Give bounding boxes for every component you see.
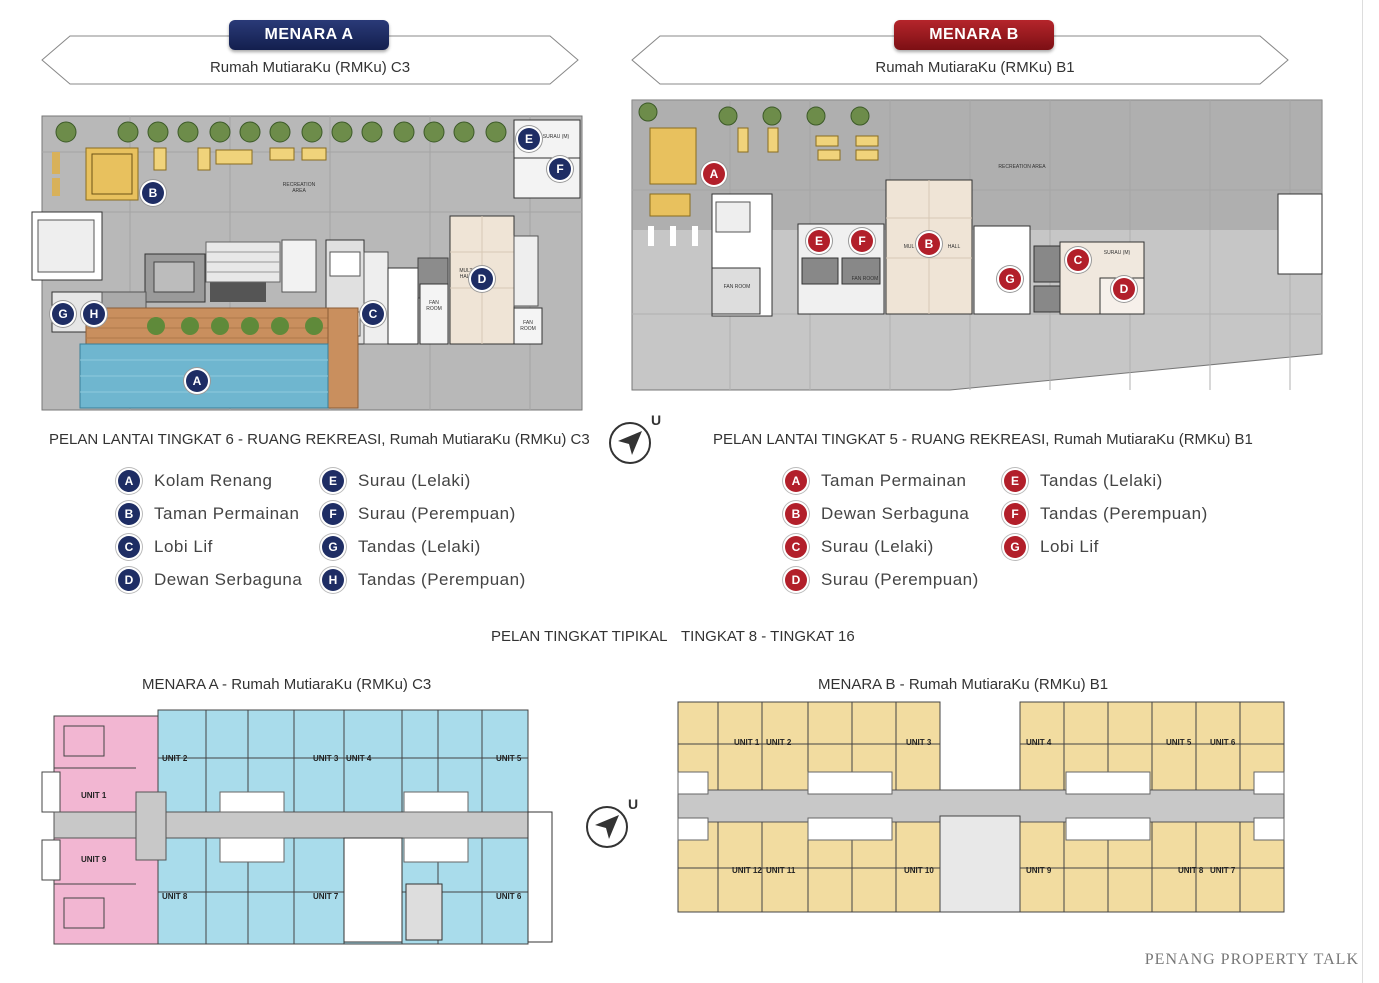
tower-b-unit-12[interactable]: UNIT 12 — [732, 866, 762, 875]
tower-b-map-marker-b[interactable]: B — [918, 233, 940, 255]
tower-b-map-marker-g[interactable]: G — [999, 268, 1021, 290]
tower-b-unit-1[interactable]: UNIT 1 — [734, 738, 760, 747]
tower-a-unit-3[interactable]: UNIT 3 — [313, 754, 339, 763]
tower-a-map-marker-d[interactable]: D — [471, 268, 493, 290]
tower-b-unit-6[interactable]: UNIT 6 — [1210, 738, 1236, 747]
tower-b-unit-5[interactable]: UNIT 5 — [1166, 738, 1192, 747]
tower-b-map-marker-f[interactable]: F — [851, 230, 873, 252]
tower-a-unit-9[interactable]: UNIT 9 — [81, 855, 107, 864]
tower-a-subtitle: Rumah MutiaraKu (RMKu) C3 — [209, 59, 411, 76]
tower-b-banner — [631, 35, 1289, 85]
tower-a-hall-label: MULT HALL — [459, 268, 473, 280]
tower-b-map-marker-a[interactable]: A — [703, 163, 725, 185]
tower-a-unit-2[interactable]: UNIT 2 — [162, 754, 188, 763]
tower-a-fan-room2-label: FAN ROOM — [520, 320, 536, 332]
tower-a-plan-title: PELAN LANTAI TINGKAT 6 - RUANG REKREASI,… — [49, 431, 590, 448]
north-arrow-icon — [609, 422, 651, 464]
tower-b-map-marker-c[interactable]: C — [1067, 249, 1089, 271]
tower-a-floor-plan: RECREATION AREA SURAU (M) MULT HALL FAN … — [30, 112, 590, 412]
north-arrow-icon — [586, 806, 628, 848]
tower-a-map-marker-b[interactable]: B — [142, 182, 164, 204]
watermark: PENANG PROPERTY TALK — [1144, 951, 1359, 968]
tower-a-map-marker-e[interactable]: E — [518, 128, 540, 150]
tower-b-typical-title: MENARA B - Rumah MutiaraKu (RMKu) B1 — [818, 676, 1109, 693]
tower-b-badge[interactable]: MENARA B — [894, 20, 1054, 50]
tower-b-typical-plan: UNIT 1 UNIT 2 UNIT 3 UNIT 4 UNIT 5 UNIT … — [674, 698, 1288, 916]
tower-a-map-marker-f[interactable]: F — [549, 158, 571, 180]
tower-a-badge[interactable]: MENARA A — [229, 20, 389, 50]
tower-a-unit-8[interactable]: UNIT 8 — [162, 892, 188, 901]
typical-plan-title: PELAN TINGKAT TIPIKAL — [491, 628, 668, 645]
tower-a-surau-label: SURAU (M) — [542, 134, 570, 140]
tower-b-subtitle: Rumah MutiaraKu (RMKu) B1 — [875, 59, 1075, 76]
tower-b-floor-plan: RECREATION AREA SURAU (M) MUL HALL FAN R… — [630, 98, 1324, 394]
tower-b-hall-label-left: MUL — [903, 244, 915, 250]
tower-b-unit-10[interactable]: UNIT 10 — [904, 866, 934, 875]
tower-a-fan-room-label: FAN ROOM — [426, 300, 442, 312]
tower-a-unit-6[interactable]: UNIT 6 — [496, 892, 522, 901]
tower-a-unit-7[interactable]: UNIT 7 — [313, 892, 339, 901]
compass-lower: U — [582, 796, 642, 852]
tower-b-unit-7[interactable]: UNIT 7 — [1210, 866, 1236, 875]
tower-b-fan-room-label: FAN ROOM — [723, 284, 751, 290]
tower-b-unit-9[interactable]: UNIT 9 — [1026, 866, 1052, 875]
tower-a-map-marker-a[interactable]: A — [186, 370, 208, 392]
typical-plan-range: TINGKAT 8 - TINGKAT 16 — [681, 628, 855, 645]
tower-b-surau-label: SURAU (M) — [1103, 250, 1131, 256]
tower-b-hall-label-right: HALL — [947, 244, 961, 250]
compass-upper-letter: U — [651, 412, 662, 428]
tower-b-unit-4[interactable]: UNIT 4 — [1026, 738, 1052, 747]
tower-a-map-marker-g[interactable]: G — [52, 303, 74, 325]
tower-b-map-marker-e[interactable]: E — [808, 230, 830, 252]
page-right-border — [1362, 0, 1363, 983]
tower-a-map-marker-h[interactable]: H — [83, 303, 105, 325]
tower-b-unit-8[interactable]: UNIT 8 — [1178, 866, 1204, 875]
tower-b-fan-room2-label: FAN ROOM — [851, 276, 879, 282]
tower-b-unit-3[interactable]: UNIT 3 — [906, 738, 932, 747]
tower-a-banner — [41, 35, 579, 85]
tower-b-unit-11[interactable]: UNIT 11 — [766, 866, 796, 875]
tower-a-unit-5[interactable]: UNIT 5 — [496, 754, 522, 763]
compass-lower-letter: U — [628, 796, 639, 812]
tower-a-typical-plan: UNIT 1 UNIT 2 UNIT 3 UNIT 4 UNIT 5 UNIT … — [40, 708, 560, 946]
tower-a-recreation-label: RECREATION AREA — [282, 182, 316, 194]
compass-upper: U — [605, 412, 665, 468]
tower-b-unit-2[interactable]: UNIT 2 — [766, 738, 792, 747]
tower-a-unit-4[interactable]: UNIT 4 — [346, 754, 372, 763]
tower-a-typical-title: MENARA A - Rumah MutiaraKu (RMKu) C3 — [142, 676, 432, 693]
tower-b-plan-title: PELAN LANTAI TINGKAT 5 - RUANG REKREASI,… — [713, 431, 1253, 448]
tower-b-map-marker-d[interactable]: D — [1113, 278, 1135, 300]
tower-b-recreation-label: RECREATION AREA — [998, 164, 1046, 170]
tower-a-map-marker-c[interactable]: C — [362, 303, 384, 325]
tower-a-unit-1[interactable]: UNIT 1 — [81, 791, 107, 800]
